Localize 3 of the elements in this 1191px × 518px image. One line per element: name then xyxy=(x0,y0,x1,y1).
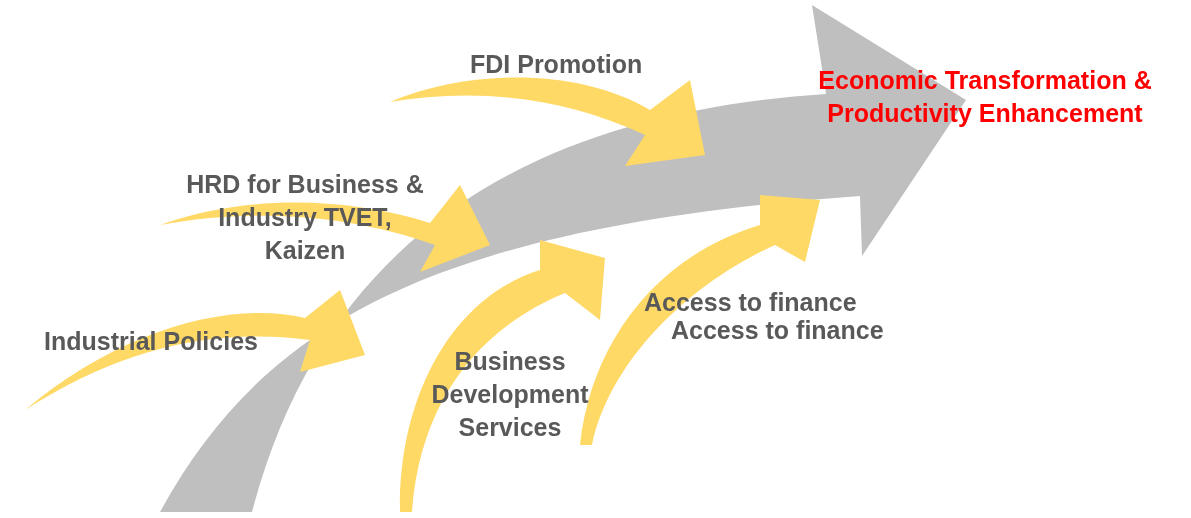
arrow-label: FDI Promotion xyxy=(470,49,643,80)
arrow-label: Access to finance xyxy=(671,315,884,346)
goal-text: Economic Transformation & Productivity Enhancement xyxy=(817,65,1153,129)
